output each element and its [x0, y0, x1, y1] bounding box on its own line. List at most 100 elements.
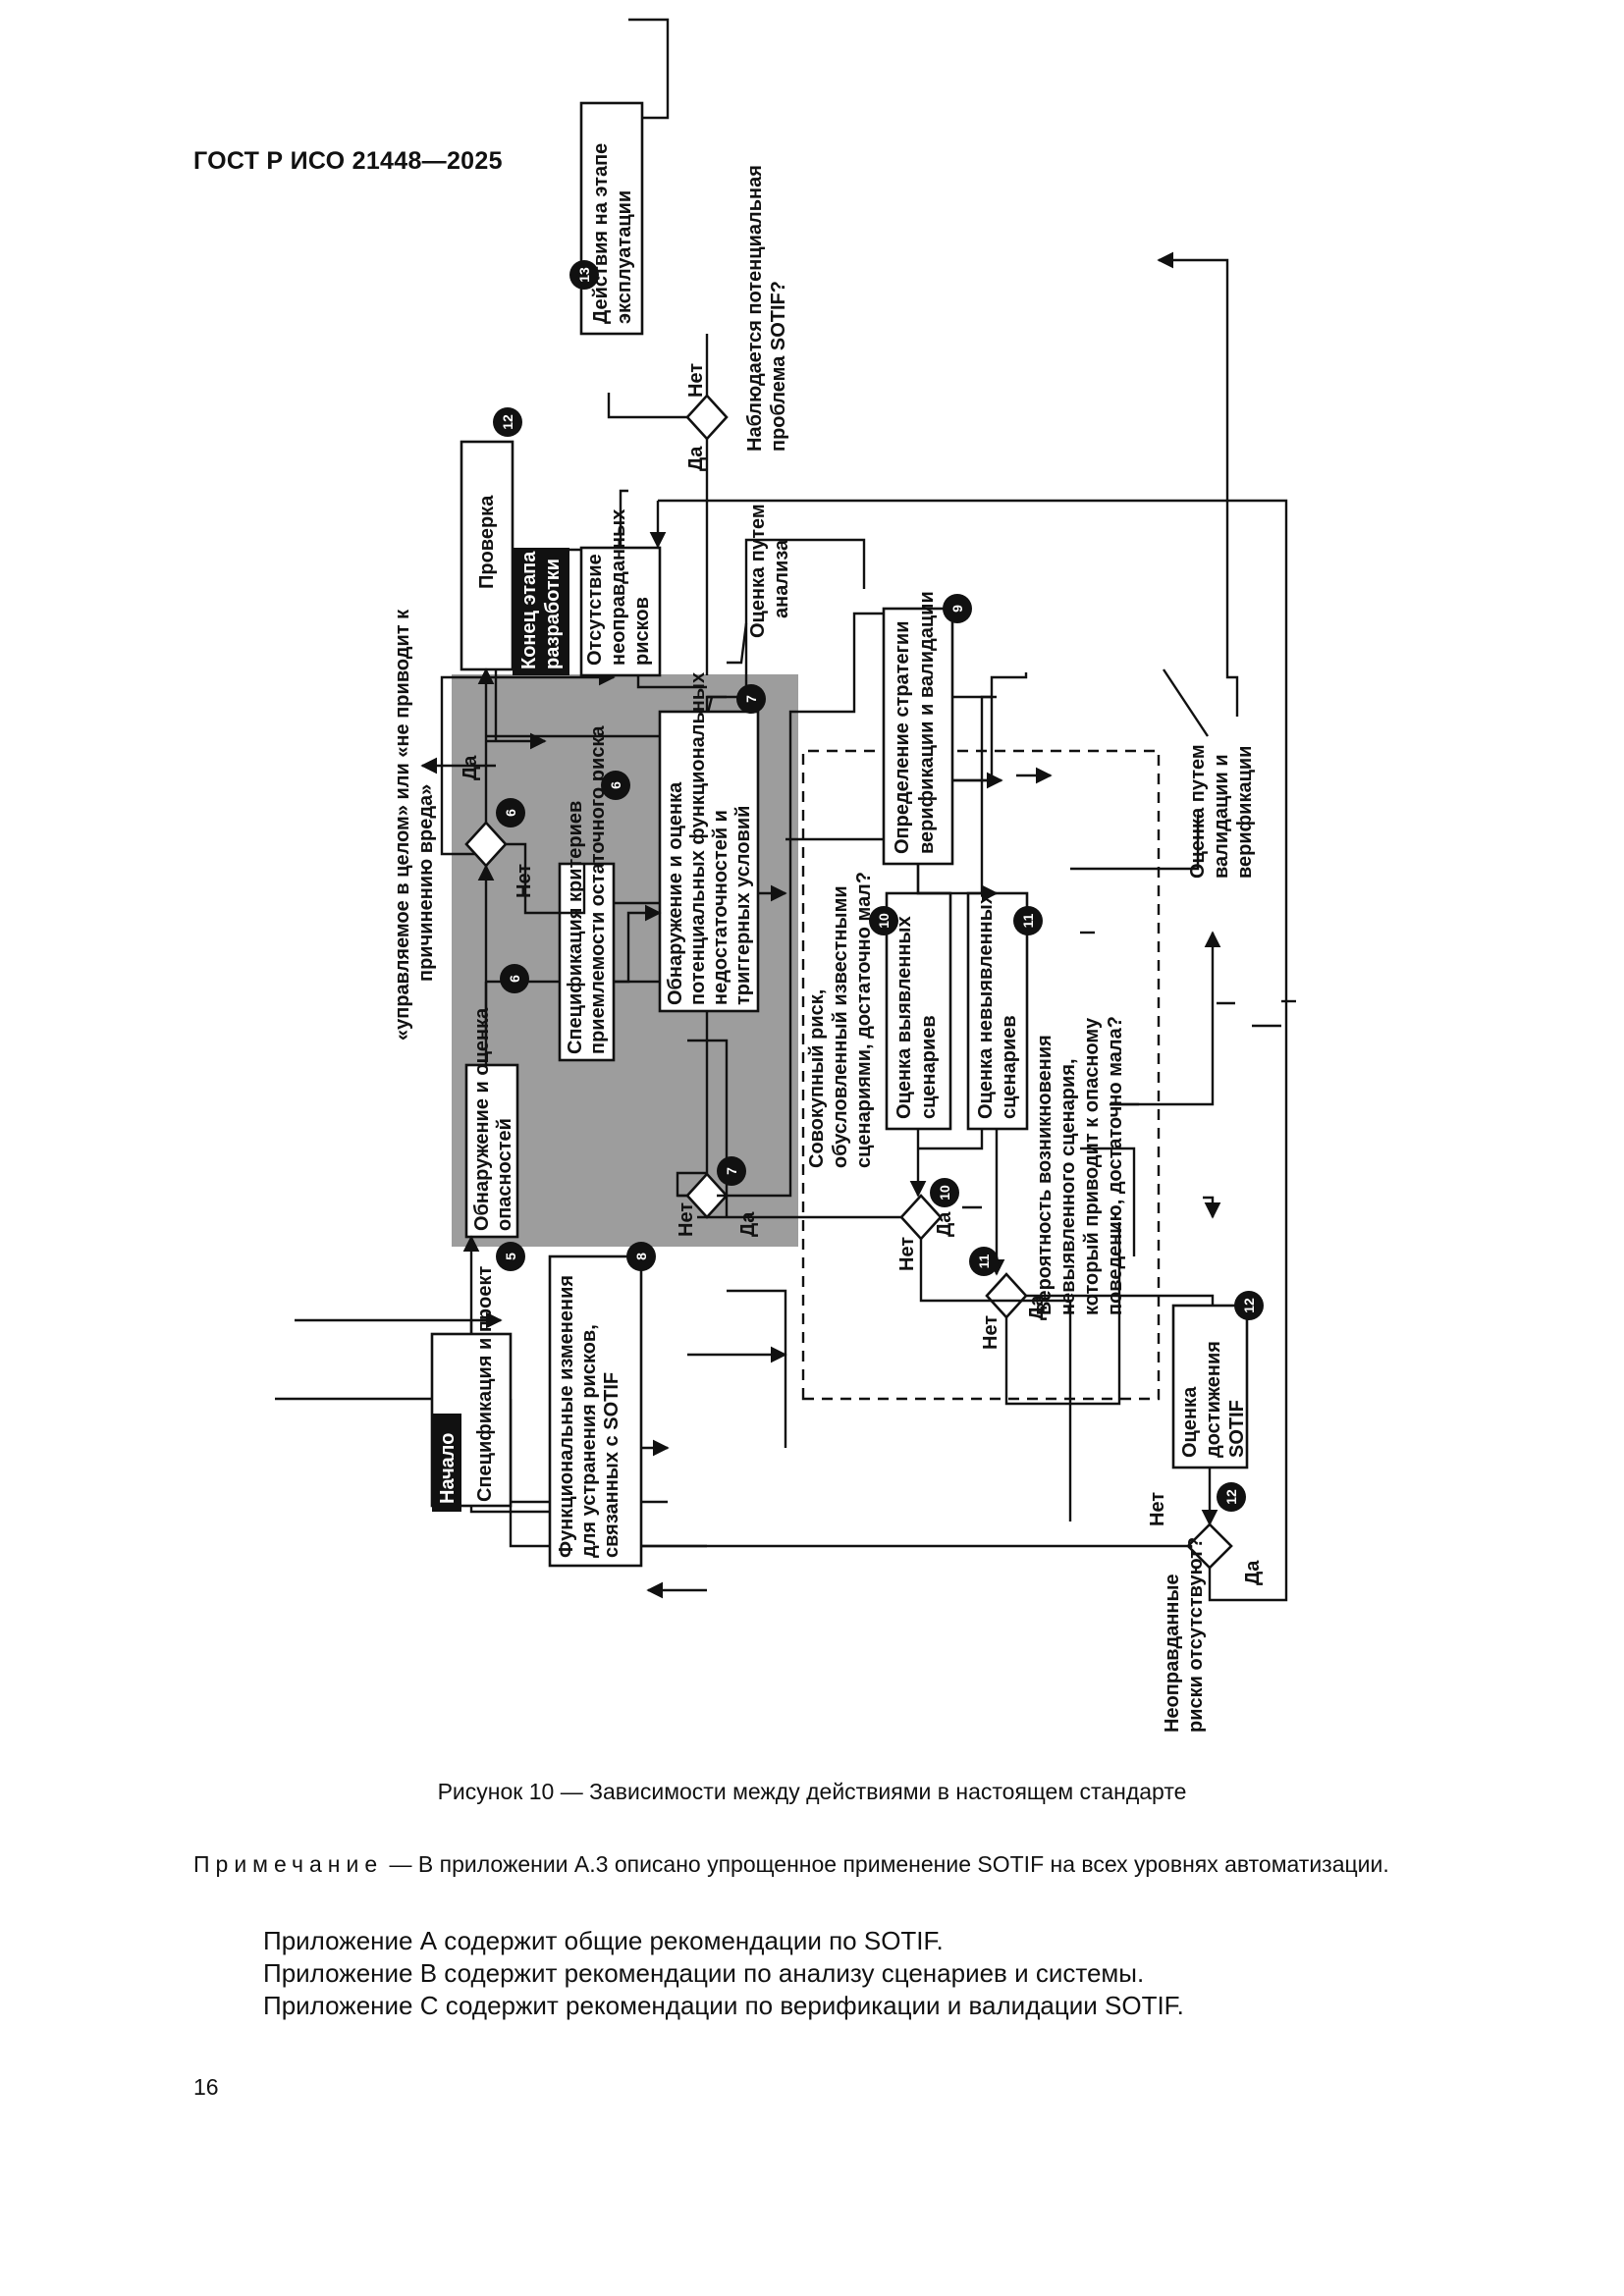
box-no-unreasonable-risk: Конец этапа разработки Отсутствие неопра…	[513, 509, 662, 677]
svg-text:Да: Да	[460, 755, 481, 780]
svg-text:Нет: Нет	[676, 1202, 697, 1237]
svg-text:Функциональные изменения: Функциональные изменения	[556, 1275, 577, 1558]
decision-questions: «управляемое в целом» или «не приводит к…	[392, 165, 1207, 1733]
svg-text:валидации и: валидации и	[1211, 754, 1232, 879]
box-insufficiencies: Обнаружение и оценка потенциальных функц…	[658, 672, 760, 1013]
badge-13	[569, 260, 599, 290]
svg-text:Нет: Нет	[980, 1315, 1001, 1350]
svg-text:проблема SOTIF?: проблема SOTIF?	[768, 281, 789, 452]
svg-text:9: 9	[949, 605, 965, 613]
svg-text:12: 12	[500, 414, 515, 430]
badge-6a	[500, 964, 529, 993]
svg-text:Конец этапа: Конец этапа	[518, 551, 540, 669]
badge-11b	[969, 1247, 999, 1276]
svg-text:«управляемое в целом» или «не: «управляемое в целом» или «не приводит к	[392, 609, 413, 1041]
svg-text:Спецификация и проект: Спецификация и проект	[474, 1266, 496, 1502]
svg-text:сценариев: сценариев	[999, 1015, 1020, 1119]
svg-text:сценариями, достаточно мал?: сценариями, достаточно мал?	[853, 872, 875, 1168]
svg-text:поведению, достаточно мала?: поведению, достаточно мала?	[1105, 1016, 1126, 1315]
svg-text:Нет: Нет	[514, 864, 535, 898]
svg-text:7: 7	[724, 1167, 739, 1175]
svg-text:для устранения рисков,: для устранения рисков,	[578, 1324, 600, 1558]
svg-text:эксплуатации: эксплуатации	[614, 190, 635, 324]
decision-labels: Да Нет Нет Да Нет Да Нет Да Нет Да Нет Д…	[460, 363, 1264, 1585]
box-known-scenarios: Оценка выявленных сценариев	[885, 891, 952, 1131]
svg-text:10: 10	[876, 913, 892, 929]
page-number: 16	[193, 2074, 219, 2100]
note-text: — В приложении А.3 описано упрощенное пр…	[383, 1851, 1389, 1877]
svg-text:Начало: Начало	[437, 1433, 459, 1504]
svg-text:Неоправданные: Неоправданные	[1162, 1574, 1183, 1733]
decision-diamond-10	[899, 1194, 943, 1241]
svg-text:7: 7	[743, 695, 759, 703]
svg-text:Нет: Нет	[896, 1237, 918, 1271]
svg-text:Спецификация критериев: Спецификация критериев	[565, 801, 586, 1054]
svg-text:Да: Да	[1026, 1295, 1048, 1320]
svg-text:причинению вреда»: причинению вреда»	[415, 784, 437, 982]
document-header: ГОСТ Р ИСО 21448—2025	[193, 147, 503, 175]
svg-text:который приводит к опасному: который приводит к опасному	[1081, 1017, 1103, 1315]
badges: 5 6 6 6 7 7 8 9 10 10 11 11 12	[493, 260, 1264, 1512]
svg-text:SOTIF: SOTIF	[1226, 1400, 1248, 1458]
svg-text:6: 6	[608, 781, 623, 789]
svg-text:Да: Да	[685, 446, 707, 471]
svg-text:Вероятность возникновения: Вероятность возникновения	[1034, 1035, 1056, 1315]
badge-10b	[930, 1178, 959, 1207]
svg-text:неоправданных: неоправданных	[608, 509, 629, 666]
box-hazard-analysis: Обнаружение и оценка опасностей	[464, 1007, 519, 1239]
svg-text:Нет: Нет	[685, 363, 707, 398]
svg-text:Оценка путем: Оценка путем	[1187, 744, 1209, 879]
svg-text:сценариев: сценариев	[918, 1015, 940, 1119]
svg-text:приемлемости остаточного риска: приемлемости остаточного риска	[587, 725, 609, 1054]
svg-text:Проверка: Проверка	[476, 495, 498, 589]
svg-text:риски отсутствуют?: риски отсутствуют?	[1185, 1537, 1207, 1733]
box-review: Проверка	[460, 440, 514, 671]
svg-text:Оценка путем: Оценка путем	[747, 504, 769, 638]
badge-10a	[869, 906, 898, 935]
paragraph-annex-a: Приложение А содержит общие рекомендации…	[263, 1926, 944, 1955]
svg-text:Наблюдается потенциальная: Наблюдается потенциальная	[744, 165, 766, 452]
svg-text:Оценка выявленных: Оценка выявленных	[893, 916, 915, 1119]
decision-diamond-12	[1186, 1522, 1233, 1570]
svg-text:Да: Да	[737, 1211, 759, 1237]
box-specification: Начало Спецификация и проект	[430, 1266, 513, 1512]
badge-8	[626, 1242, 656, 1271]
svg-text:связанных с SOTIF: связанных с SOTIF	[601, 1372, 623, 1558]
badge-9	[943, 594, 972, 623]
svg-text:верификации и валидации: верификации и валидации	[916, 591, 938, 854]
badge-11a	[1013, 906, 1043, 935]
badge-12c	[493, 407, 522, 437]
note: Примечание — В приложении А.3 описано уп…	[193, 1849, 1507, 1879]
badge-5	[496, 1242, 525, 1271]
box-operation-activities: Действия на этапе эксплуатации	[579, 101, 644, 336]
note-label: Примечание	[193, 1851, 384, 1877]
svg-text:12: 12	[1241, 1298, 1257, 1313]
badge-6b	[601, 771, 630, 800]
badge-12b	[1217, 1482, 1246, 1512]
svg-text:6: 6	[503, 809, 518, 817]
svg-text:12: 12	[1223, 1489, 1239, 1505]
svg-text:невыявленного сценария,: невыявленного сценария,	[1057, 1058, 1079, 1315]
decision-diamond-13	[685, 394, 729, 441]
svg-text:потенциальных функциональных: потенциальных функциональных	[687, 672, 709, 1005]
svg-text:Определение стратегии: Определение стратегии	[892, 620, 913, 854]
annotations: Оценка путем анализа Оценка путем валида…	[727, 504, 1256, 879]
svg-text:Обнаружение и оценка: Обнаружение и оценка	[665, 781, 686, 1005]
badge-6c	[496, 798, 525, 828]
svg-text:опасностей: опасностей	[494, 1118, 515, 1231]
svg-text:Совокупный риск,: Совокупный риск,	[806, 989, 828, 1168]
badge-7a	[736, 684, 766, 714]
svg-text:рисков: рисков	[631, 597, 653, 666]
svg-text:Отсутствие: Отсутствие	[584, 554, 606, 666]
svg-text:Обнаружение и оценка: Обнаружение и оценка	[471, 1007, 493, 1231]
badge-12a	[1234, 1291, 1264, 1320]
paragraph-annex-b: Приложение В содержит рекомендации по ан…	[263, 1958, 1145, 1988]
svg-text:анализа: анализа	[771, 539, 792, 618]
box-functional-modifications: Функциональные изменения для устранения …	[548, 1255, 643, 1568]
svg-text:разработки: разработки	[542, 559, 564, 669]
svg-text:Да: Да	[934, 1211, 955, 1237]
badge-7b	[717, 1156, 746, 1186]
svg-text:10: 10	[937, 1185, 952, 1201]
svg-text:триггерных условий: триггерных условий	[732, 806, 754, 1005]
svg-text:13: 13	[576, 267, 592, 283]
